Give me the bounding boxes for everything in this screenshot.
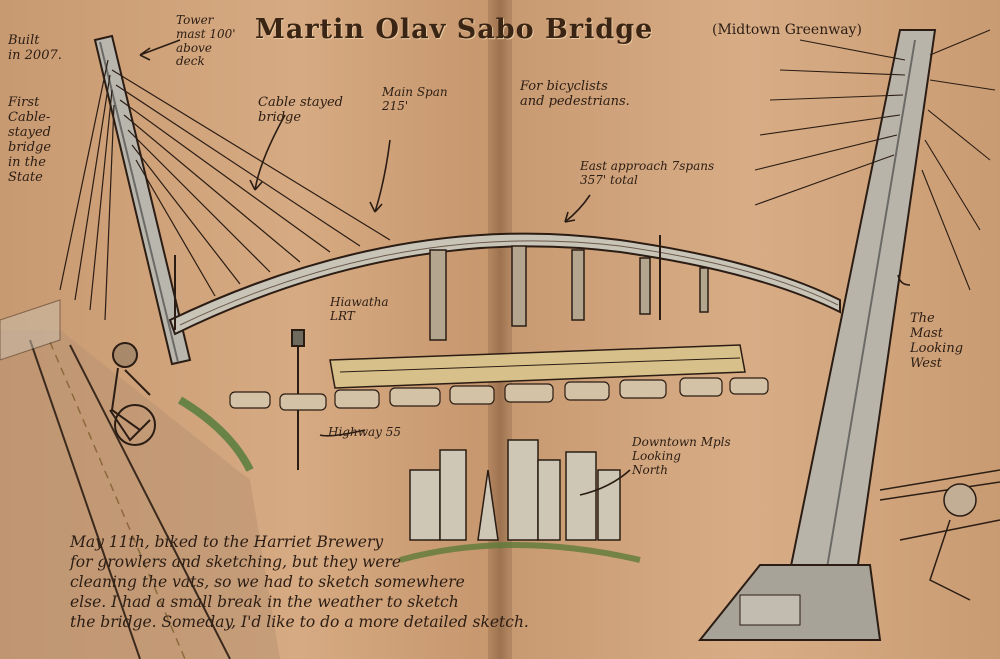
lrt-train — [329, 344, 746, 389]
note-tower-mast: Tower mast 100' above deck — [176, 13, 236, 69]
note-built: Built in 2007. — [8, 33, 62, 63]
note-main-span: Main Span 215' — [382, 85, 448, 113]
cyclist — [109, 342, 156, 446]
note-hiawatha-lrt: Hiawatha LRT — [330, 295, 389, 323]
stay-cables-left — [59, 59, 391, 321]
note-downtown: Downtown Mpls Looking North — [632, 435, 731, 477]
bridge-tower-left — [93, 34, 192, 366]
journal-entry: May 11th, biked to the Harriet Brewery f… — [70, 533, 529, 631]
bridge-mast-right — [697, 29, 937, 641]
annotation-arrows — [139, 39, 911, 496]
note-bicyclists: For bicyclists and pedestrians. — [520, 79, 630, 109]
note-highway-55: Highway 55 — [328, 425, 402, 439]
note-first-bridge: First Cable- stayed bridge in the State — [8, 95, 52, 185]
stay-cables-right — [754, 29, 996, 291]
bridge-deck — [168, 232, 841, 336]
highway-traffic — [229, 377, 769, 411]
railing-right — [879, 469, 1000, 601]
bridge-piers — [429, 245, 709, 341]
note-the-mast: The Mast Looking West — [910, 311, 964, 371]
sketch-subtitle: (Midtown Greenway) — [712, 22, 862, 38]
book-spine — [488, 0, 512, 659]
note-east-approach: East approach 7spans 357' total — [580, 159, 715, 187]
sketch-title: Martin Olav Sabo Bridge — [255, 14, 654, 45]
bike-trail — [0, 299, 280, 659]
note-cable-stayed: Cable stayed bridge — [258, 95, 344, 125]
